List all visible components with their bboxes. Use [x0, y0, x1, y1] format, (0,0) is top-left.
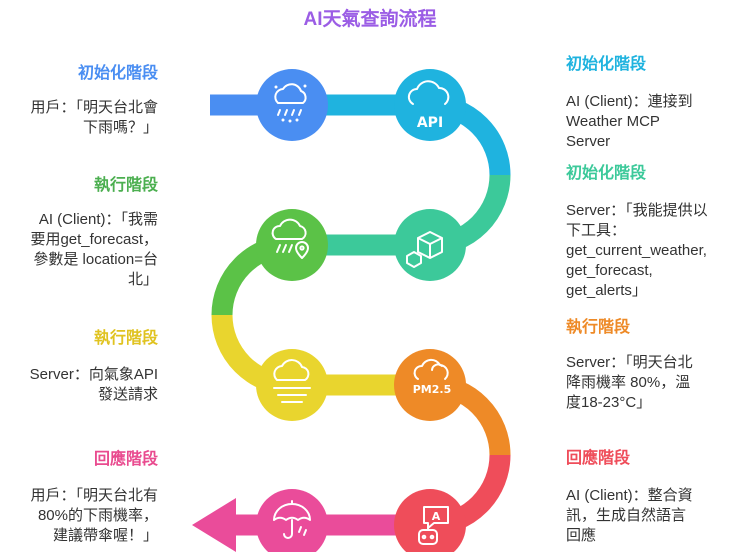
step-8-heading: 回應階段: [93, 451, 158, 468]
step-7-text: AI (Client)：整合資 訊，生成自然語言 回應: [566, 487, 693, 544]
api-cloud-icon: [407, 80, 450, 105]
pm25-cloud-icon: [413, 358, 449, 380]
node-circle-7: [394, 489, 466, 552]
step-4-heading: 執行階段: [93, 177, 158, 194]
step-8-text: 用戶：「明天台北有 80%的下雨機率， 建議帶傘喔！」: [30, 487, 158, 544]
node-circle-2: [394, 69, 466, 141]
arrow-head: [192, 498, 236, 552]
api-icon-label: API: [417, 115, 443, 131]
step-5-heading: 執行階段: [93, 330, 158, 347]
step-2-heading: 初始化階段: [566, 56, 647, 73]
step-4-text: AI (Client)：「我需 要用get_forecast， 參數是 loca…: [30, 211, 158, 288]
step-3-heading: 初始化階段: [566, 165, 647, 182]
snow-rain-cloud-icon: [274, 83, 307, 123]
node-circle-1: [256, 69, 328, 141]
step-1-text: 用戶：「明天台北會 下雨嗎？」: [30, 99, 158, 136]
node-circle-6: [394, 349, 466, 421]
node-circle-5: [256, 349, 328, 421]
umbrella-rain-icon: [273, 500, 311, 539]
robot-a-label: A: [432, 510, 441, 523]
rain-location-icon: [271, 218, 309, 259]
diagram-title: AI天氣查詢流程: [303, 9, 437, 30]
pm25-icon-label: PM2.5: [413, 383, 452, 396]
step-1-heading: 初始化階段: [77, 65, 158, 82]
step-6-heading: 執行階段: [566, 319, 631, 336]
fog-cloud-icon: [273, 359, 311, 403]
step-5-text: Server：向氣象API 發送請求: [29, 366, 158, 403]
robot-chat-icon: [418, 506, 449, 545]
step-6-text: Server：「明天台北 降雨機率 80%，溫 度18-23°C」: [566, 354, 693, 411]
step-2-text: AI (Client)：連接到 Weather MCP Server: [566, 93, 693, 150]
cubes-icon: [406, 231, 443, 268]
step-3-text: Server：「我能提供以 下工具： get_current_weather, …: [566, 202, 708, 299]
step-7-heading: 回應階段: [566, 450, 631, 467]
